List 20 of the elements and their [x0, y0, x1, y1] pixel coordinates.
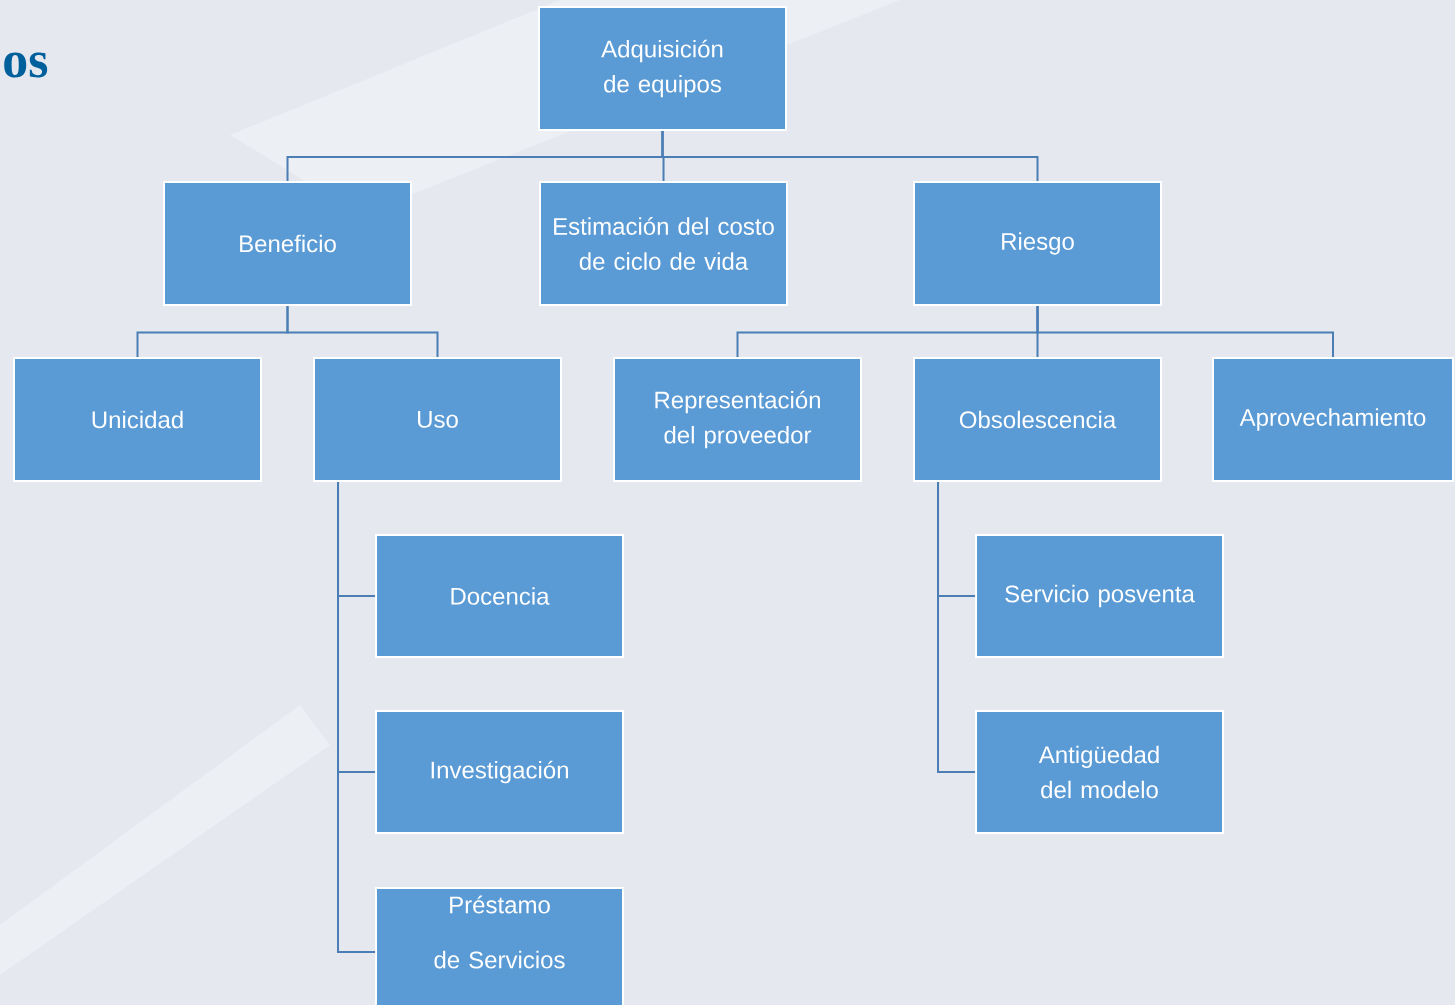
process-box: Adquisición de equipos — [538, 6, 787, 131]
process-box: Docencia — [375, 534, 624, 658]
process-box: Antigüedad del modelo — [975, 710, 1224, 834]
process-box: Unicidad — [13, 357, 262, 482]
connector-line — [337, 481, 376, 953]
connector-line — [661, 130, 1039, 182]
process-box: Préstamo de Servicios — [375, 887, 624, 1005]
connector-line — [1036, 305, 1334, 358]
process-box: Riesgo — [913, 181, 1162, 306]
process-box: Representación del proveedor — [613, 357, 862, 482]
process-box: Investigación — [375, 710, 624, 834]
connector-line — [937, 481, 976, 773]
connector-line — [286, 305, 439, 358]
process-box: Uso — [313, 357, 562, 482]
process-box: Beneficio — [163, 181, 412, 306]
process-box: Aprovechamiento — [1212, 357, 1454, 482]
process-box: Servicio posventa — [975, 534, 1224, 658]
process-box: Estimación del costo de ciclo de vida — [539, 181, 788, 306]
process-box: Obsolescencia — [913, 357, 1162, 482]
title: os — [4, 52, 48, 78]
